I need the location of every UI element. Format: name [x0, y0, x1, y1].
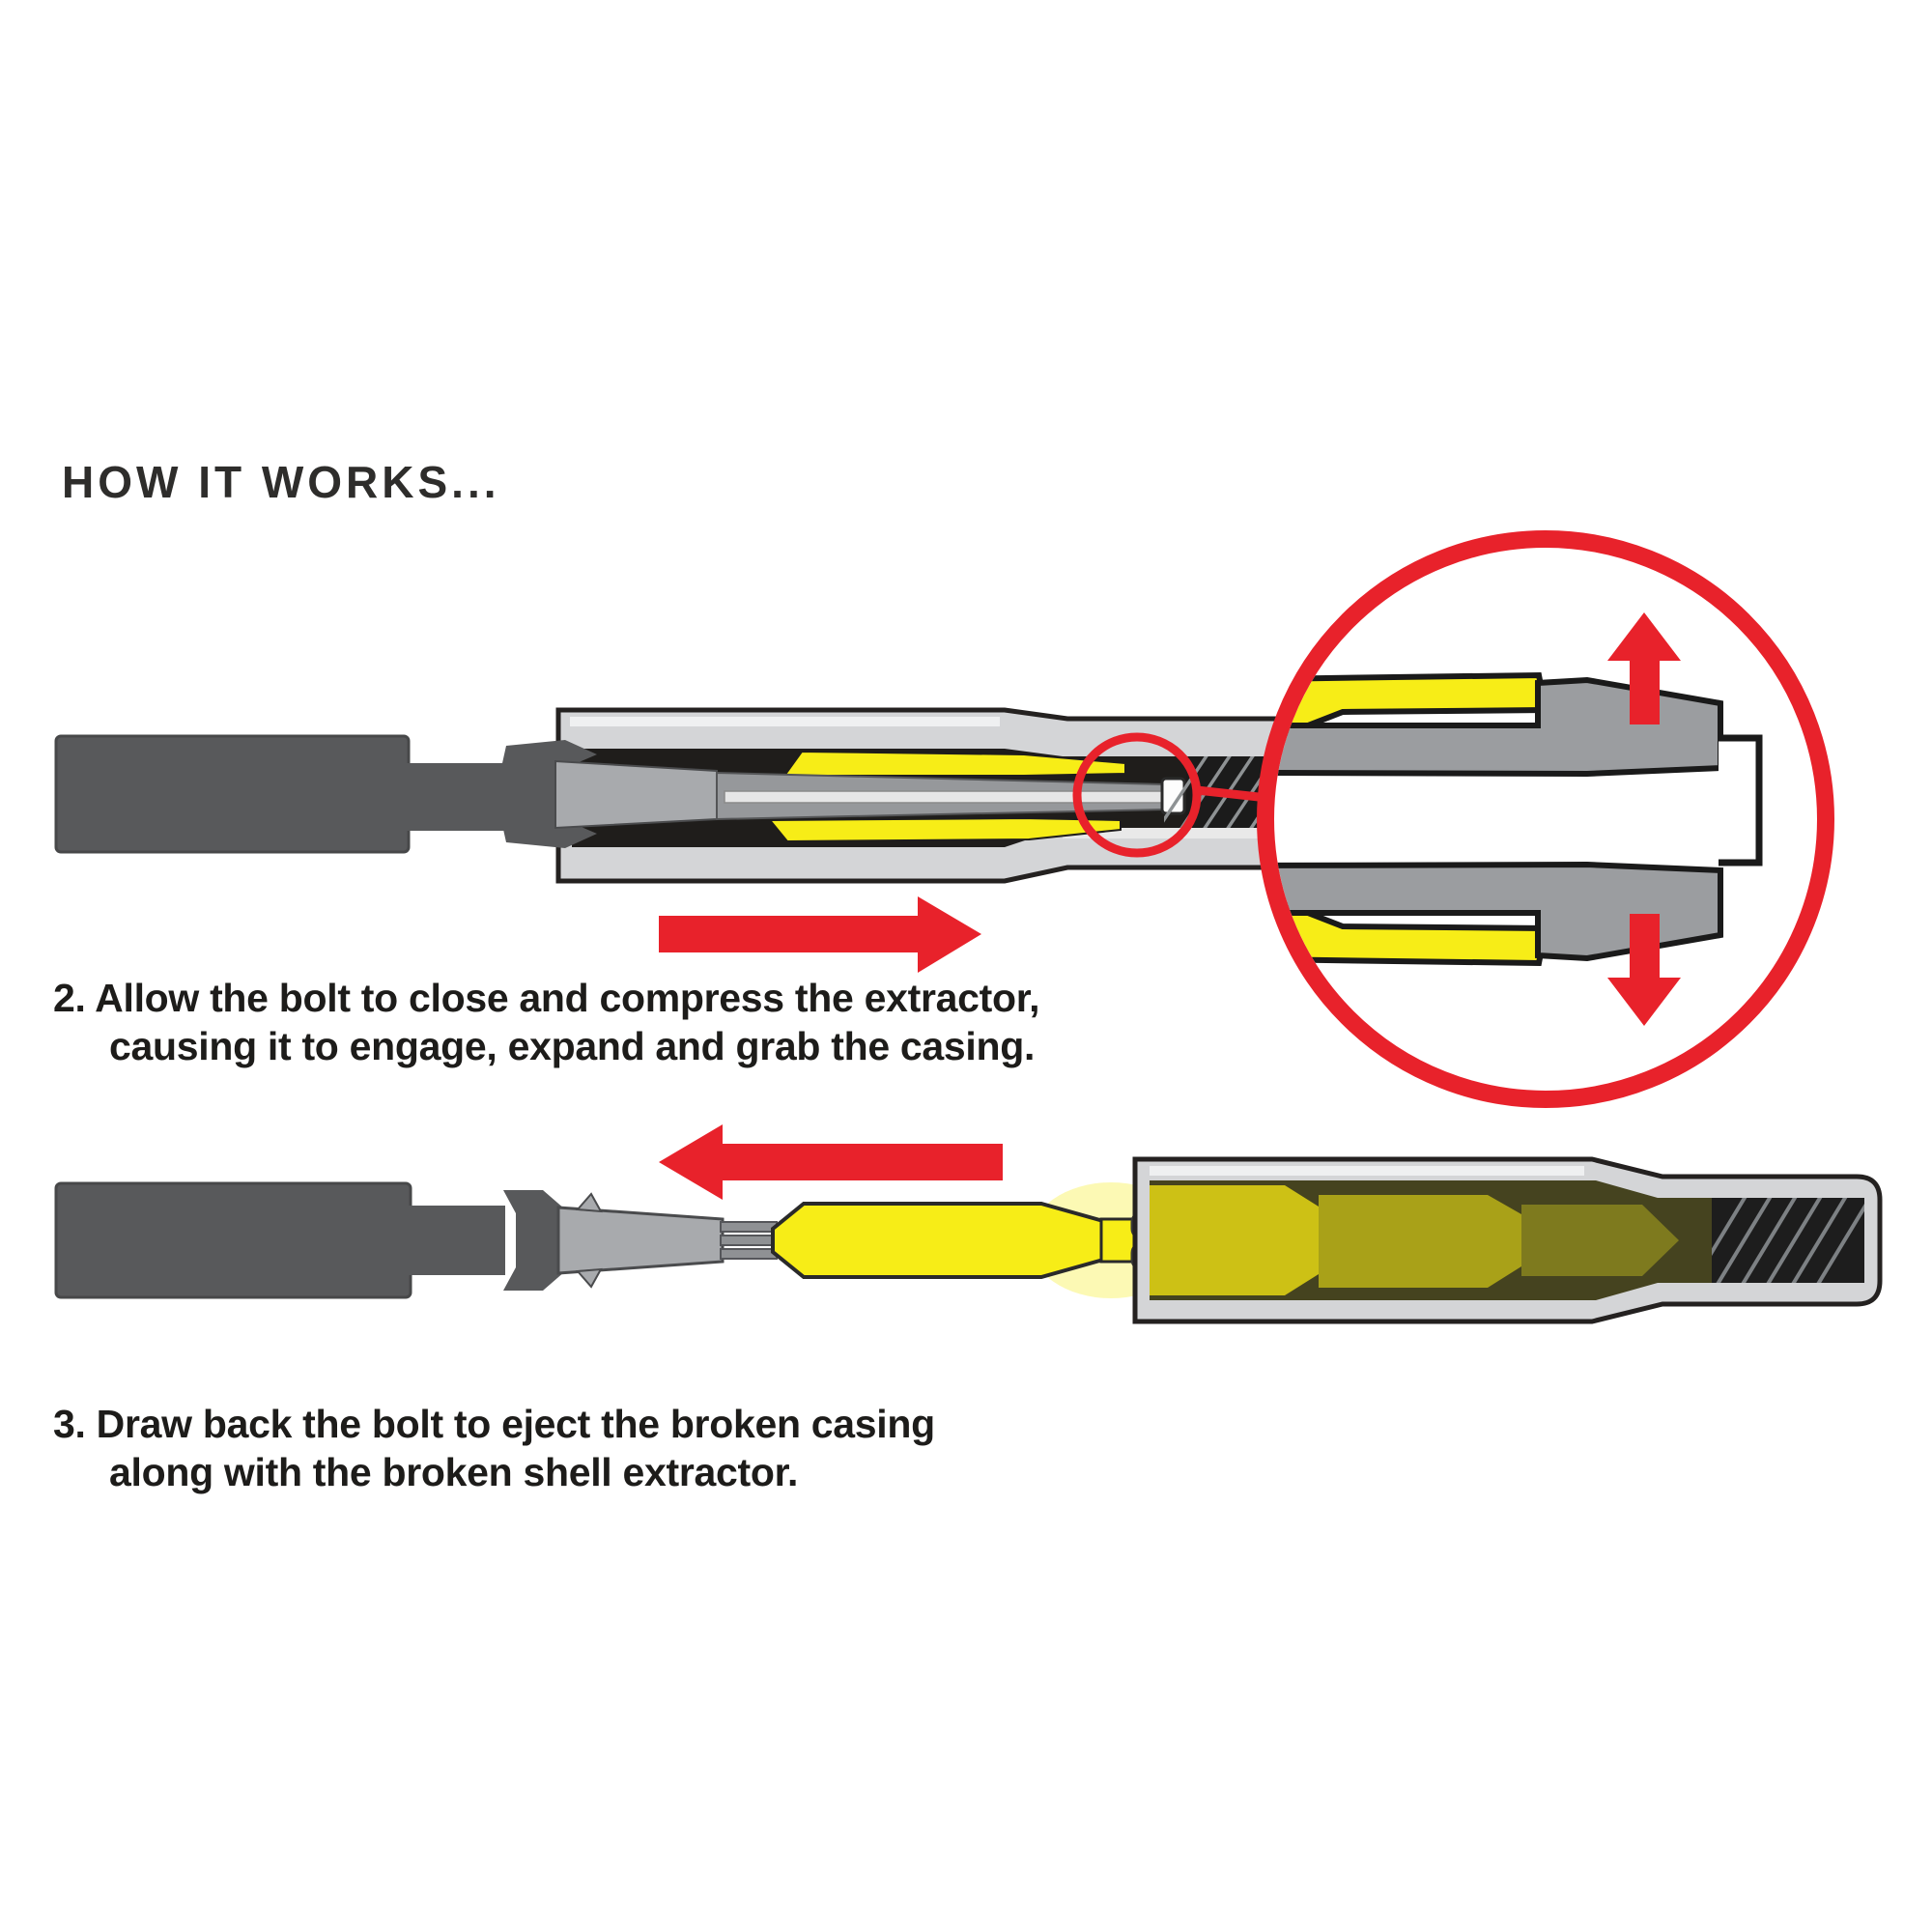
step3-line2: along with the broken shell extractor.	[109, 1450, 799, 1494]
right-arrow-icon	[659, 896, 981, 973]
ghost-extractor-mid	[1319, 1195, 1521, 1288]
step2-illustration	[54, 707, 1295, 973]
down-arrow-icon	[1607, 914, 1681, 1026]
step3-line1: 3. Draw back the bolt to eject the broke…	[53, 1402, 935, 1446]
highlight-circle-icon	[1072, 732, 1202, 858]
up-arrow-icon	[1607, 612, 1681, 724]
chamber-threads-2	[1712, 1198, 1864, 1283]
step3-illustration	[54, 1124, 1883, 1324]
extractor-stem-rods	[720, 1221, 778, 1260]
step2-caption: 2. Allow the bolt to close and compress …	[53, 974, 1040, 1070]
bolt-nose-2	[556, 1206, 724, 1275]
bolt-head-flare	[502, 740, 597, 848]
chamber-wall-highlight	[570, 717, 1000, 726]
shell-extractor-neck	[1099, 1217, 1136, 1264]
ghost-casing-deep	[1521, 1205, 1679, 1276]
nose-barb-top	[575, 1192, 603, 1213]
step3-caption: 3. Draw back the bolt to eject the broke…	[53, 1400, 935, 1496]
casing-rim-outline	[1719, 734, 1763, 867]
step2-line2: causing it to engage, expand and grab th…	[109, 1024, 1036, 1068]
magnifier-inset	[1257, 530, 1834, 1108]
shell-extractor-body	[771, 1202, 1105, 1279]
left-arrow-icon	[659, 1124, 1003, 1200]
inset-collet-finger-bottom	[1274, 861, 1723, 962]
bolt-nose	[554, 759, 718, 830]
inset-collet-finger-top	[1274, 676, 1723, 778]
extractor-sleeve-bottom	[767, 816, 1122, 843]
bolt-neck	[407, 763, 504, 831]
ghost-extractor-near	[1150, 1185, 1319, 1295]
magnifier-circle-icon	[1257, 530, 1834, 1108]
extractor-tip	[1160, 777, 1186, 815]
bolt-head-2	[503, 1190, 572, 1291]
bolt-neck-2	[409, 1206, 505, 1275]
center-rod	[724, 790, 1163, 804]
magnifier-connector-line	[1196, 785, 1268, 803]
extractor-sleeve-top	[782, 750, 1126, 777]
nose-barb-bottom	[575, 1267, 603, 1289]
bolt-body-2	[54, 1181, 412, 1299]
inset-extractor-top	[1274, 671, 1549, 751]
bolt-body	[54, 734, 411, 854]
page-title: HOW IT WORKS...	[62, 457, 500, 507]
inset-extractor-bottom	[1274, 888, 1549, 967]
step2-line1: 2. Allow the bolt to close and compress …	[53, 976, 1040, 1020]
chamber-wall-highlight-2	[1150, 1166, 1584, 1176]
